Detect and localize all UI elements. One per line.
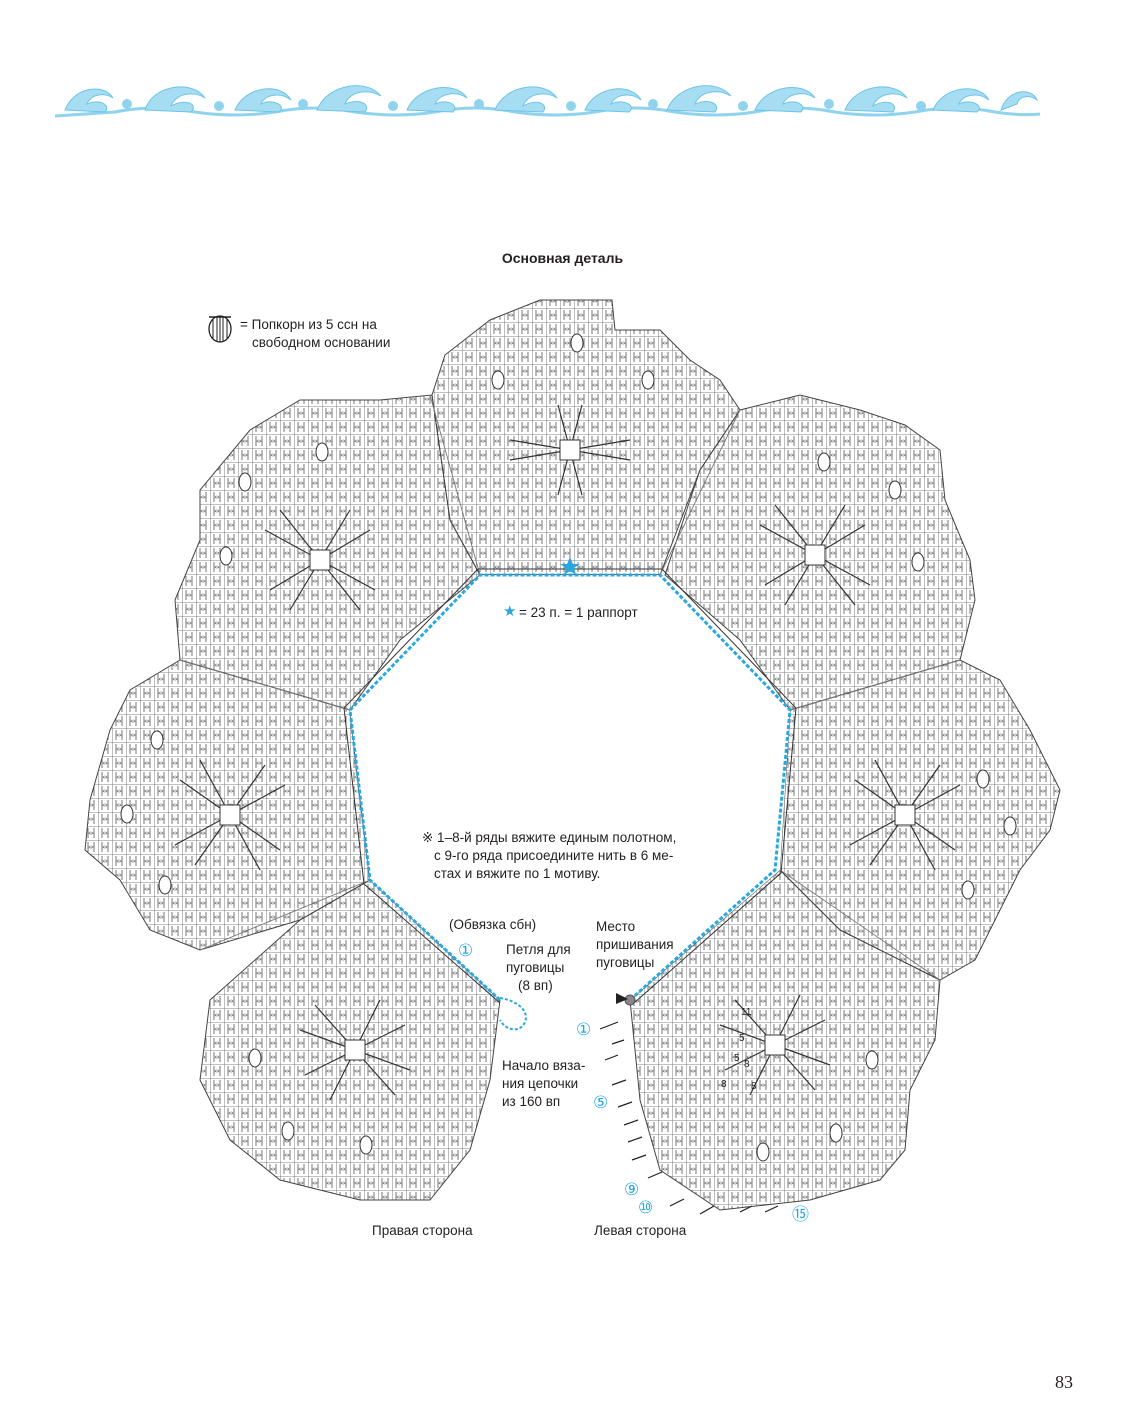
ornament-swirl-icon (55, 85, 1040, 118)
diagram-title: Основная деталь (501, 250, 624, 266)
row-marker-1: ① (576, 1020, 592, 1039)
legend-popcorn-line2: свободном основании (252, 335, 391, 350)
start-label-line2: ния цепочки (502, 1076, 579, 1091)
row-marker-15: ⑮ (792, 1205, 809, 1224)
row-marker-9: ⑨ (624, 1180, 640, 1199)
stitch-number: 8 (721, 1079, 727, 1090)
popcorn-stitch-icon (208, 315, 232, 343)
right-side-label: Правая сторона (372, 1223, 473, 1238)
note-rows-line1: ※ 1–8-й ряды вяжите единым полотном, (422, 830, 677, 845)
row-marker-10: ⑩ (638, 1198, 654, 1217)
button-label-line3: пуговицы (596, 955, 655, 970)
start-label-line3: из 160 вп (502, 1094, 561, 1109)
note-rows-line3: стах и вяжите по 1 мотиву. (434, 866, 601, 881)
stitch-number: 5 (739, 1033, 745, 1044)
stitch-number: 11 (741, 1007, 752, 1018)
loop-label-line1: Петля для (506, 942, 571, 957)
star-icon (560, 557, 580, 575)
star-legend-icon: ★ (503, 603, 517, 620)
stitch-number: 8 (751, 1081, 757, 1092)
stitch-number: 5 (734, 1053, 740, 1064)
repeat-legend: = 23 п. = 1 раппорт (519, 605, 638, 620)
loop-label-line2: пуговицы (506, 960, 565, 975)
legend-popcorn-line1: = Попкорн из 5 ссн на (240, 317, 377, 332)
button-label-line2: пришивания (596, 937, 674, 952)
left-side-label: Левая сторона (594, 1223, 687, 1238)
loop-label-line3: (8 вп) (518, 978, 553, 993)
edging-label: (Обвязка сбн) (449, 917, 537, 932)
row-marker-5: ⑤ (593, 1093, 609, 1112)
row-marker-edging: ① (458, 941, 474, 960)
note-rows-line2: с 9-го ряда присоедините нить в 6 ме- (434, 848, 674, 863)
stitch-number: 8 (744, 1059, 750, 1070)
button-label-line1: Место (596, 919, 636, 934)
page-number: 83 (1055, 1372, 1073, 1392)
start-label-line1: Начало вяза- (502, 1058, 586, 1073)
